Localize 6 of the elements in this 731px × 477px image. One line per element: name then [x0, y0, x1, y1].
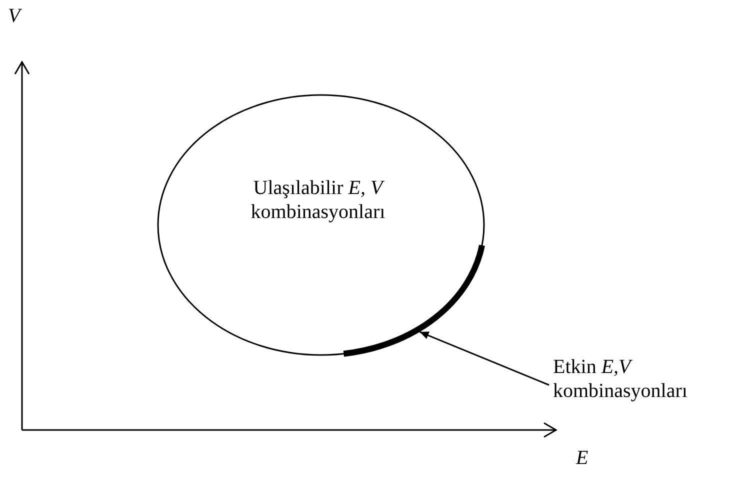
y-axis-label: V — [8, 4, 20, 28]
leader-arrow — [419, 331, 550, 386]
ellipse-region — [157, 94, 485, 356]
callout-text: Etkin E,V kombinasyonları — [553, 355, 713, 403]
x-axis-label: E — [576, 446, 588, 470]
region-label: Ulaşılabilir E, V kombinasyonları — [248, 176, 388, 224]
